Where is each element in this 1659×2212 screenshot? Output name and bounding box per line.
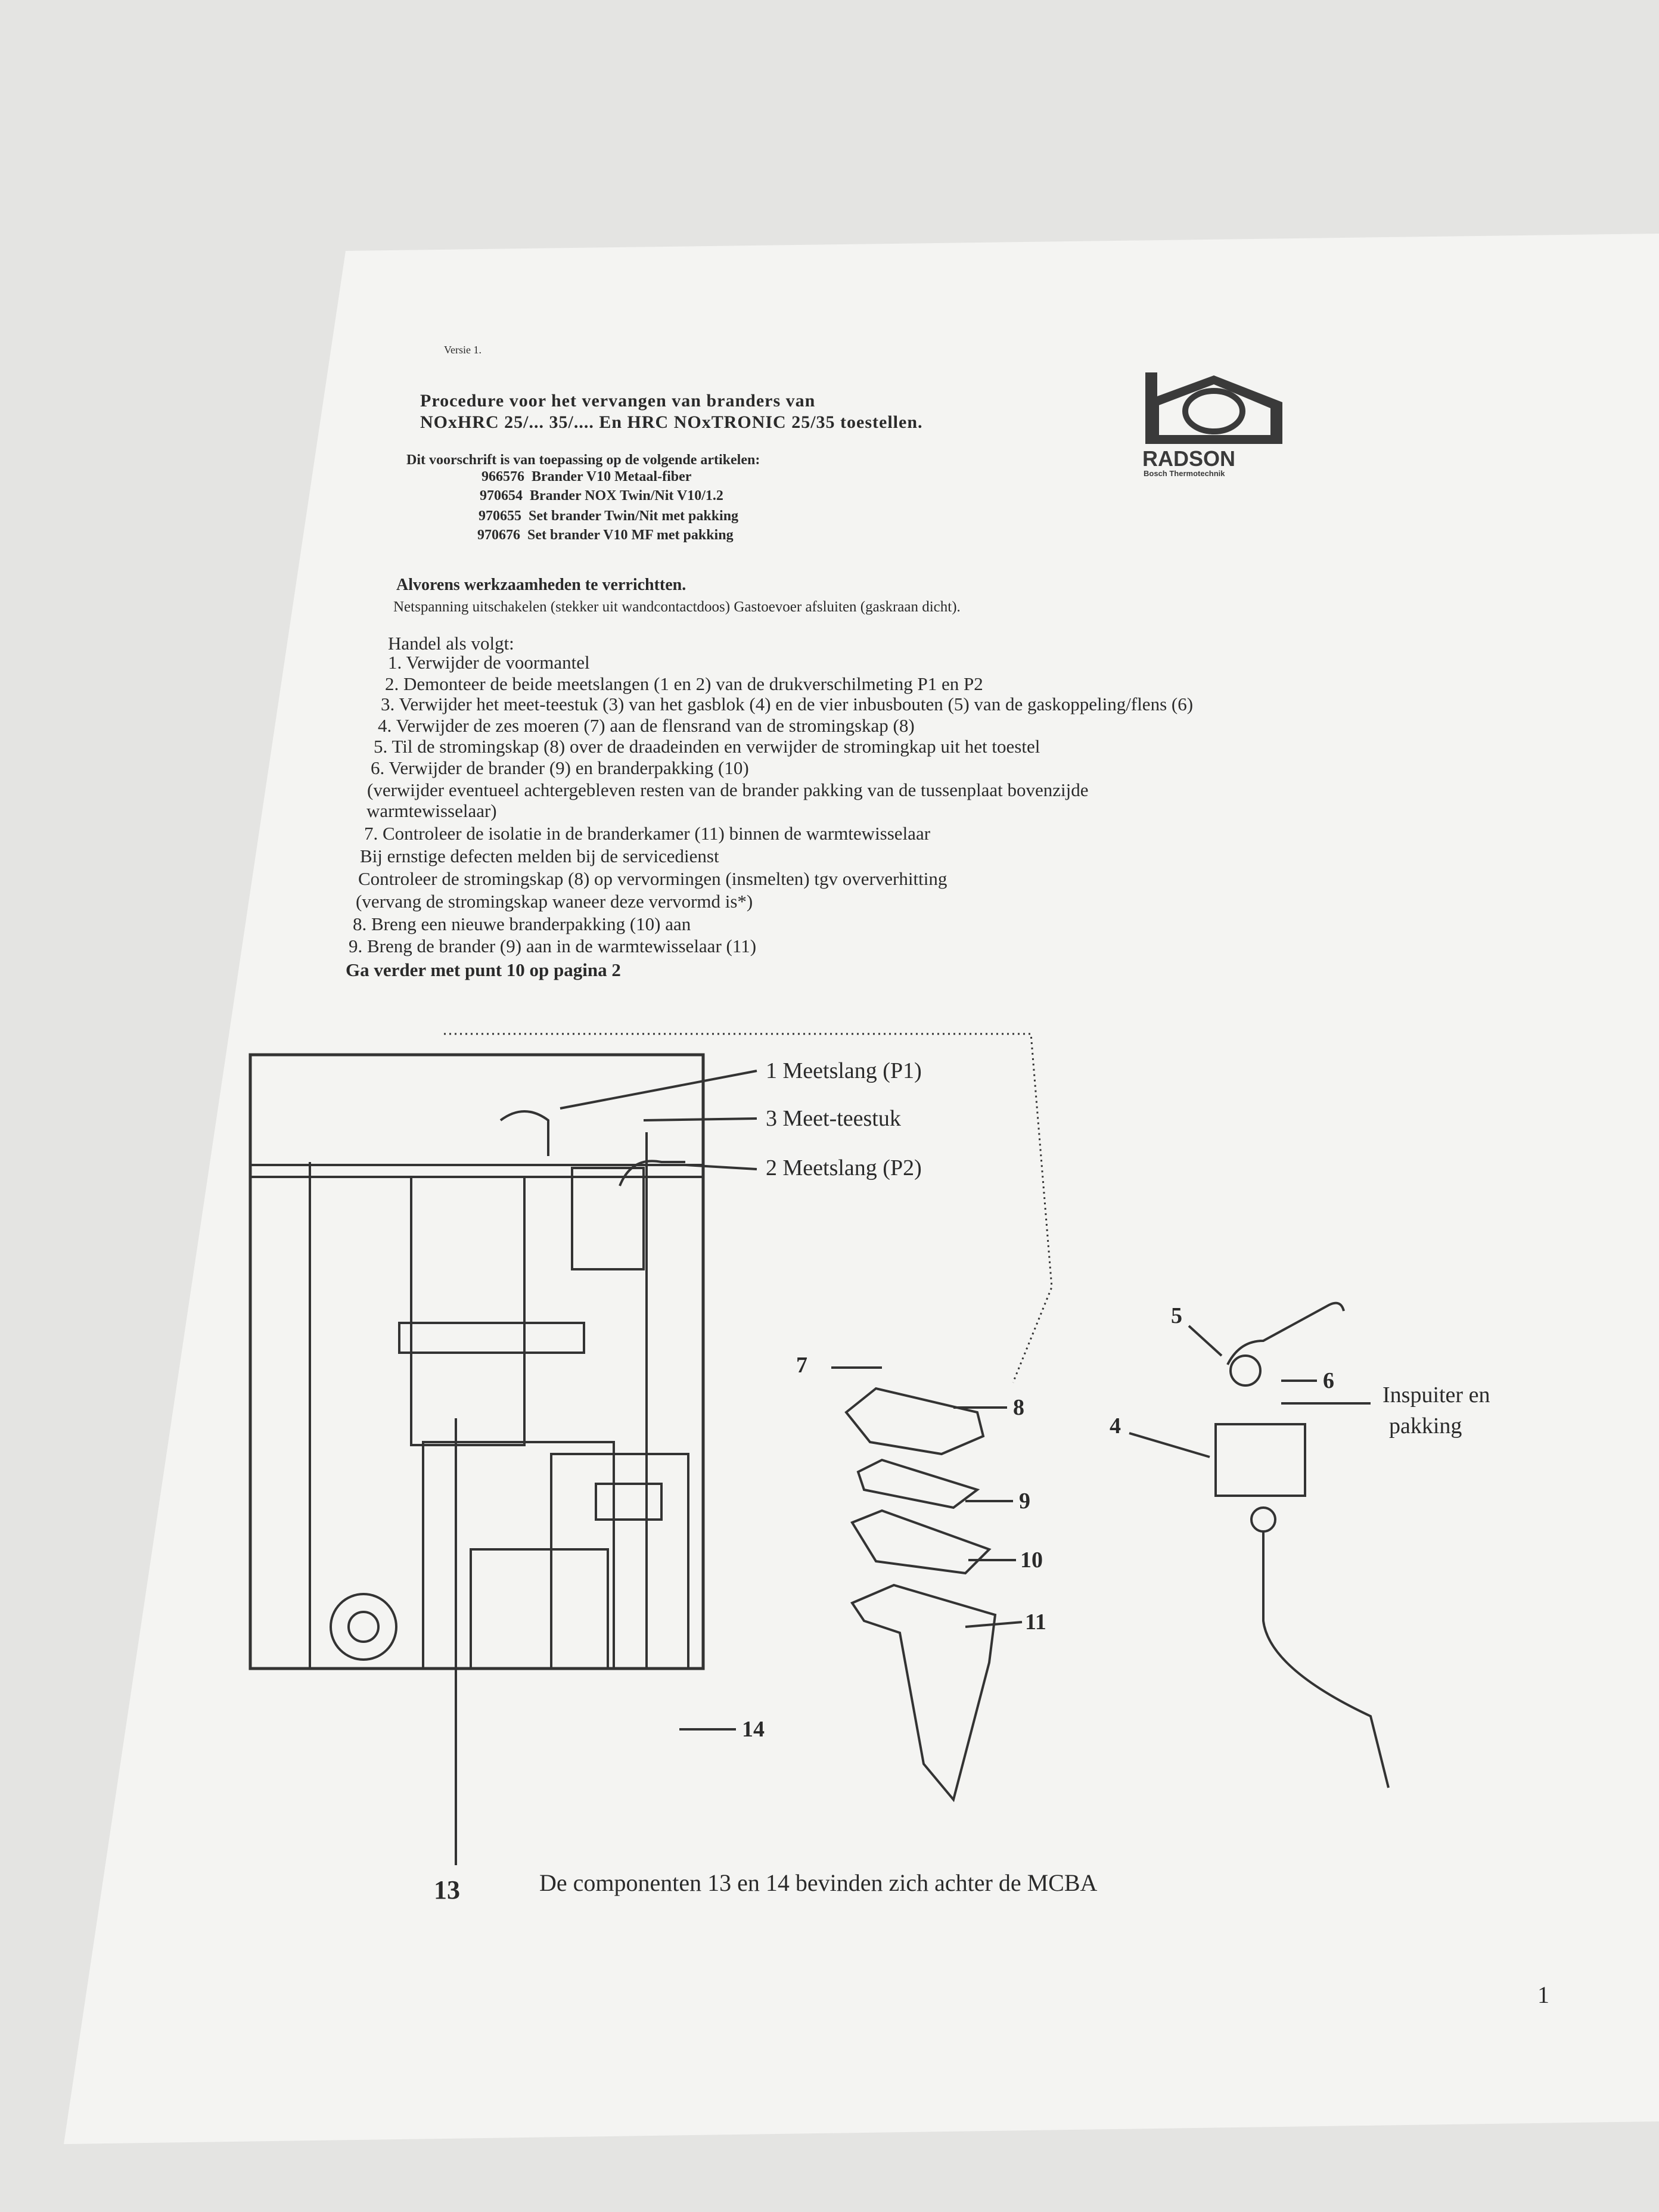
step-line: Bij ernstige defecten melden bij de serv… — [360, 846, 719, 866]
radson-logo: RADSON Bosch Thermotechnik — [1142, 369, 1288, 478]
step-line: 3. Verwijder het meet-teestuk (3) van he… — [381, 694, 1194, 714]
step-line: 1. Verwijder de voormantel — [388, 652, 590, 673]
radson-house-icon — [1145, 372, 1282, 444]
diagram-caption: De componenten 13 en 14 bevinden zich ac… — [539, 1869, 1098, 1896]
article-item: 970676 Set brander V10 MF met pakking — [477, 527, 734, 543]
step-line: warmtewisselaar) — [366, 800, 497, 821]
step-line: 7. Controleer de isolatie in de branderk… — [364, 823, 931, 844]
boiler-drawing — [248, 1033, 1053, 1670]
logo-brand: RADSON — [1142, 446, 1236, 471]
step-line: (vervang de stromingskap waneer deze ver… — [356, 891, 753, 912]
applies-intro: Dit voorschrift is van toepassing op de … — [406, 452, 760, 468]
steps-intro: Handel als volgt: — [388, 633, 514, 654]
article-item: 966576 Brander V10 Metaal-fiber — [481, 469, 692, 484]
label-meetslang-p2: 2 Meetslang (P2) — [766, 1155, 922, 1180]
label-7: 7 — [796, 1353, 807, 1378]
step-line: (verwijder eventueel achtergebleven rest… — [367, 779, 1089, 800]
step-line: 8. Breng een nieuwe branderpakking (10) … — [353, 914, 691, 934]
label-9: 9 — [1019, 1489, 1030, 1514]
label-4: 4 — [1110, 1413, 1121, 1439]
label-5: 5 — [1171, 1303, 1182, 1328]
step-line: 9. Breng de brander (9) aan in de warmte… — [349, 936, 757, 956]
before-heading: Alvorens werkzaamheden te verrichtten. — [396, 576, 686, 594]
step-line: 4. Verwijder de zes moeren (7) aan de fl… — [378, 715, 915, 736]
before-text: Netspanning uitschakelen (stekker uit wa… — [393, 599, 961, 615]
step-line: Controleer de stromingskap (8) op vervor… — [358, 868, 947, 889]
label-8: 8 — [1013, 1395, 1024, 1420]
burner-parts — [844, 1301, 1390, 1803]
logo-sub: Bosch Thermotechnik — [1144, 469, 1225, 478]
article-item: 970654 Brander NOX Twin/Nit V10/1.2 — [480, 488, 723, 504]
title-line-2: NOxHRC 25/... 35/.... En HRC NOxTRONIC 2… — [420, 412, 923, 432]
step-line: 6. Verwijder de brander (9) en branderpa… — [371, 757, 749, 778]
label-13: 13 — [434, 1875, 460, 1905]
title-line-1: Procedure voor het vervangen van brander… — [420, 391, 816, 411]
label-meet-teestuk: 3 Meet-teestuk — [766, 1106, 901, 1131]
label-11: 11 — [1025, 1610, 1046, 1635]
label-14: 14 — [742, 1717, 765, 1742]
label-6: 6 — [1323, 1368, 1334, 1393]
article-item: 970655 Set brander Twin/Nit met pakking — [479, 508, 739, 524]
label-meetslang-p1: 1 Meetslang (P1) — [766, 1058, 922, 1083]
label-pakking: pakking — [1389, 1413, 1462, 1439]
label-inspuiter: Inspuiter en — [1382, 1382, 1490, 1408]
page-number: 1 — [1537, 1981, 1549, 2008]
leader-arrows — [455, 1070, 1371, 1865]
step-line: 5. Til de stromingskap (8) over de draad… — [374, 736, 1040, 757]
continue-note: Ga verder met punt 10 op pagina 2 — [346, 959, 621, 980]
version-label: Versie 1. — [444, 344, 481, 356]
step-line: 2. Demonteer de beide meetslangen (1 en … — [385, 673, 983, 694]
label-10: 10 — [1020, 1548, 1043, 1573]
